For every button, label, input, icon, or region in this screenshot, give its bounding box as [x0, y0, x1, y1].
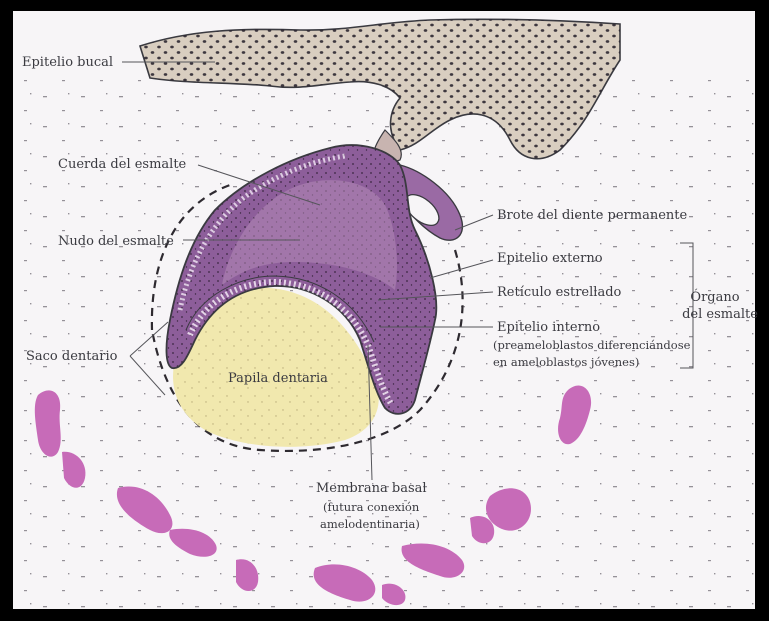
label-epitelio-interno-note-1: (preameloblastos diferenciándose: [493, 338, 691, 352]
label-saco-dentario: Saco dentario: [26, 349, 118, 364]
label-papila-dentaria: Papila dentaria: [228, 371, 328, 386]
label-organo-1: Órgano: [690, 288, 739, 305]
label-cuerda-esmalte: Cuerda del esmalte: [58, 157, 187, 172]
label-brote-diente: Brote del diente permanente: [497, 208, 688, 223]
label-epitelio-interno-note-2: en ameloblastos jóvenes): [493, 355, 639, 369]
label-epitelio-interno: Epitelio interno: [497, 320, 600, 335]
label-epitelio-bucal: Epitelio bucal: [22, 55, 113, 70]
label-epitelio-externo: Epitelio externo: [497, 251, 603, 266]
label-membrana-basal-note-2: amelodentinaria): [320, 517, 420, 531]
label-organo-2: del esmalte: [682, 307, 758, 322]
label-membrana-basal-note-1: (futura conexión: [323, 500, 420, 514]
label-membrana-basal: Membrana basal: [316, 481, 427, 496]
label-nudo-esmalte: Nudo del esmalte: [58, 234, 174, 249]
label-reticulo-estrellado: Retículo estrellado: [497, 285, 622, 300]
